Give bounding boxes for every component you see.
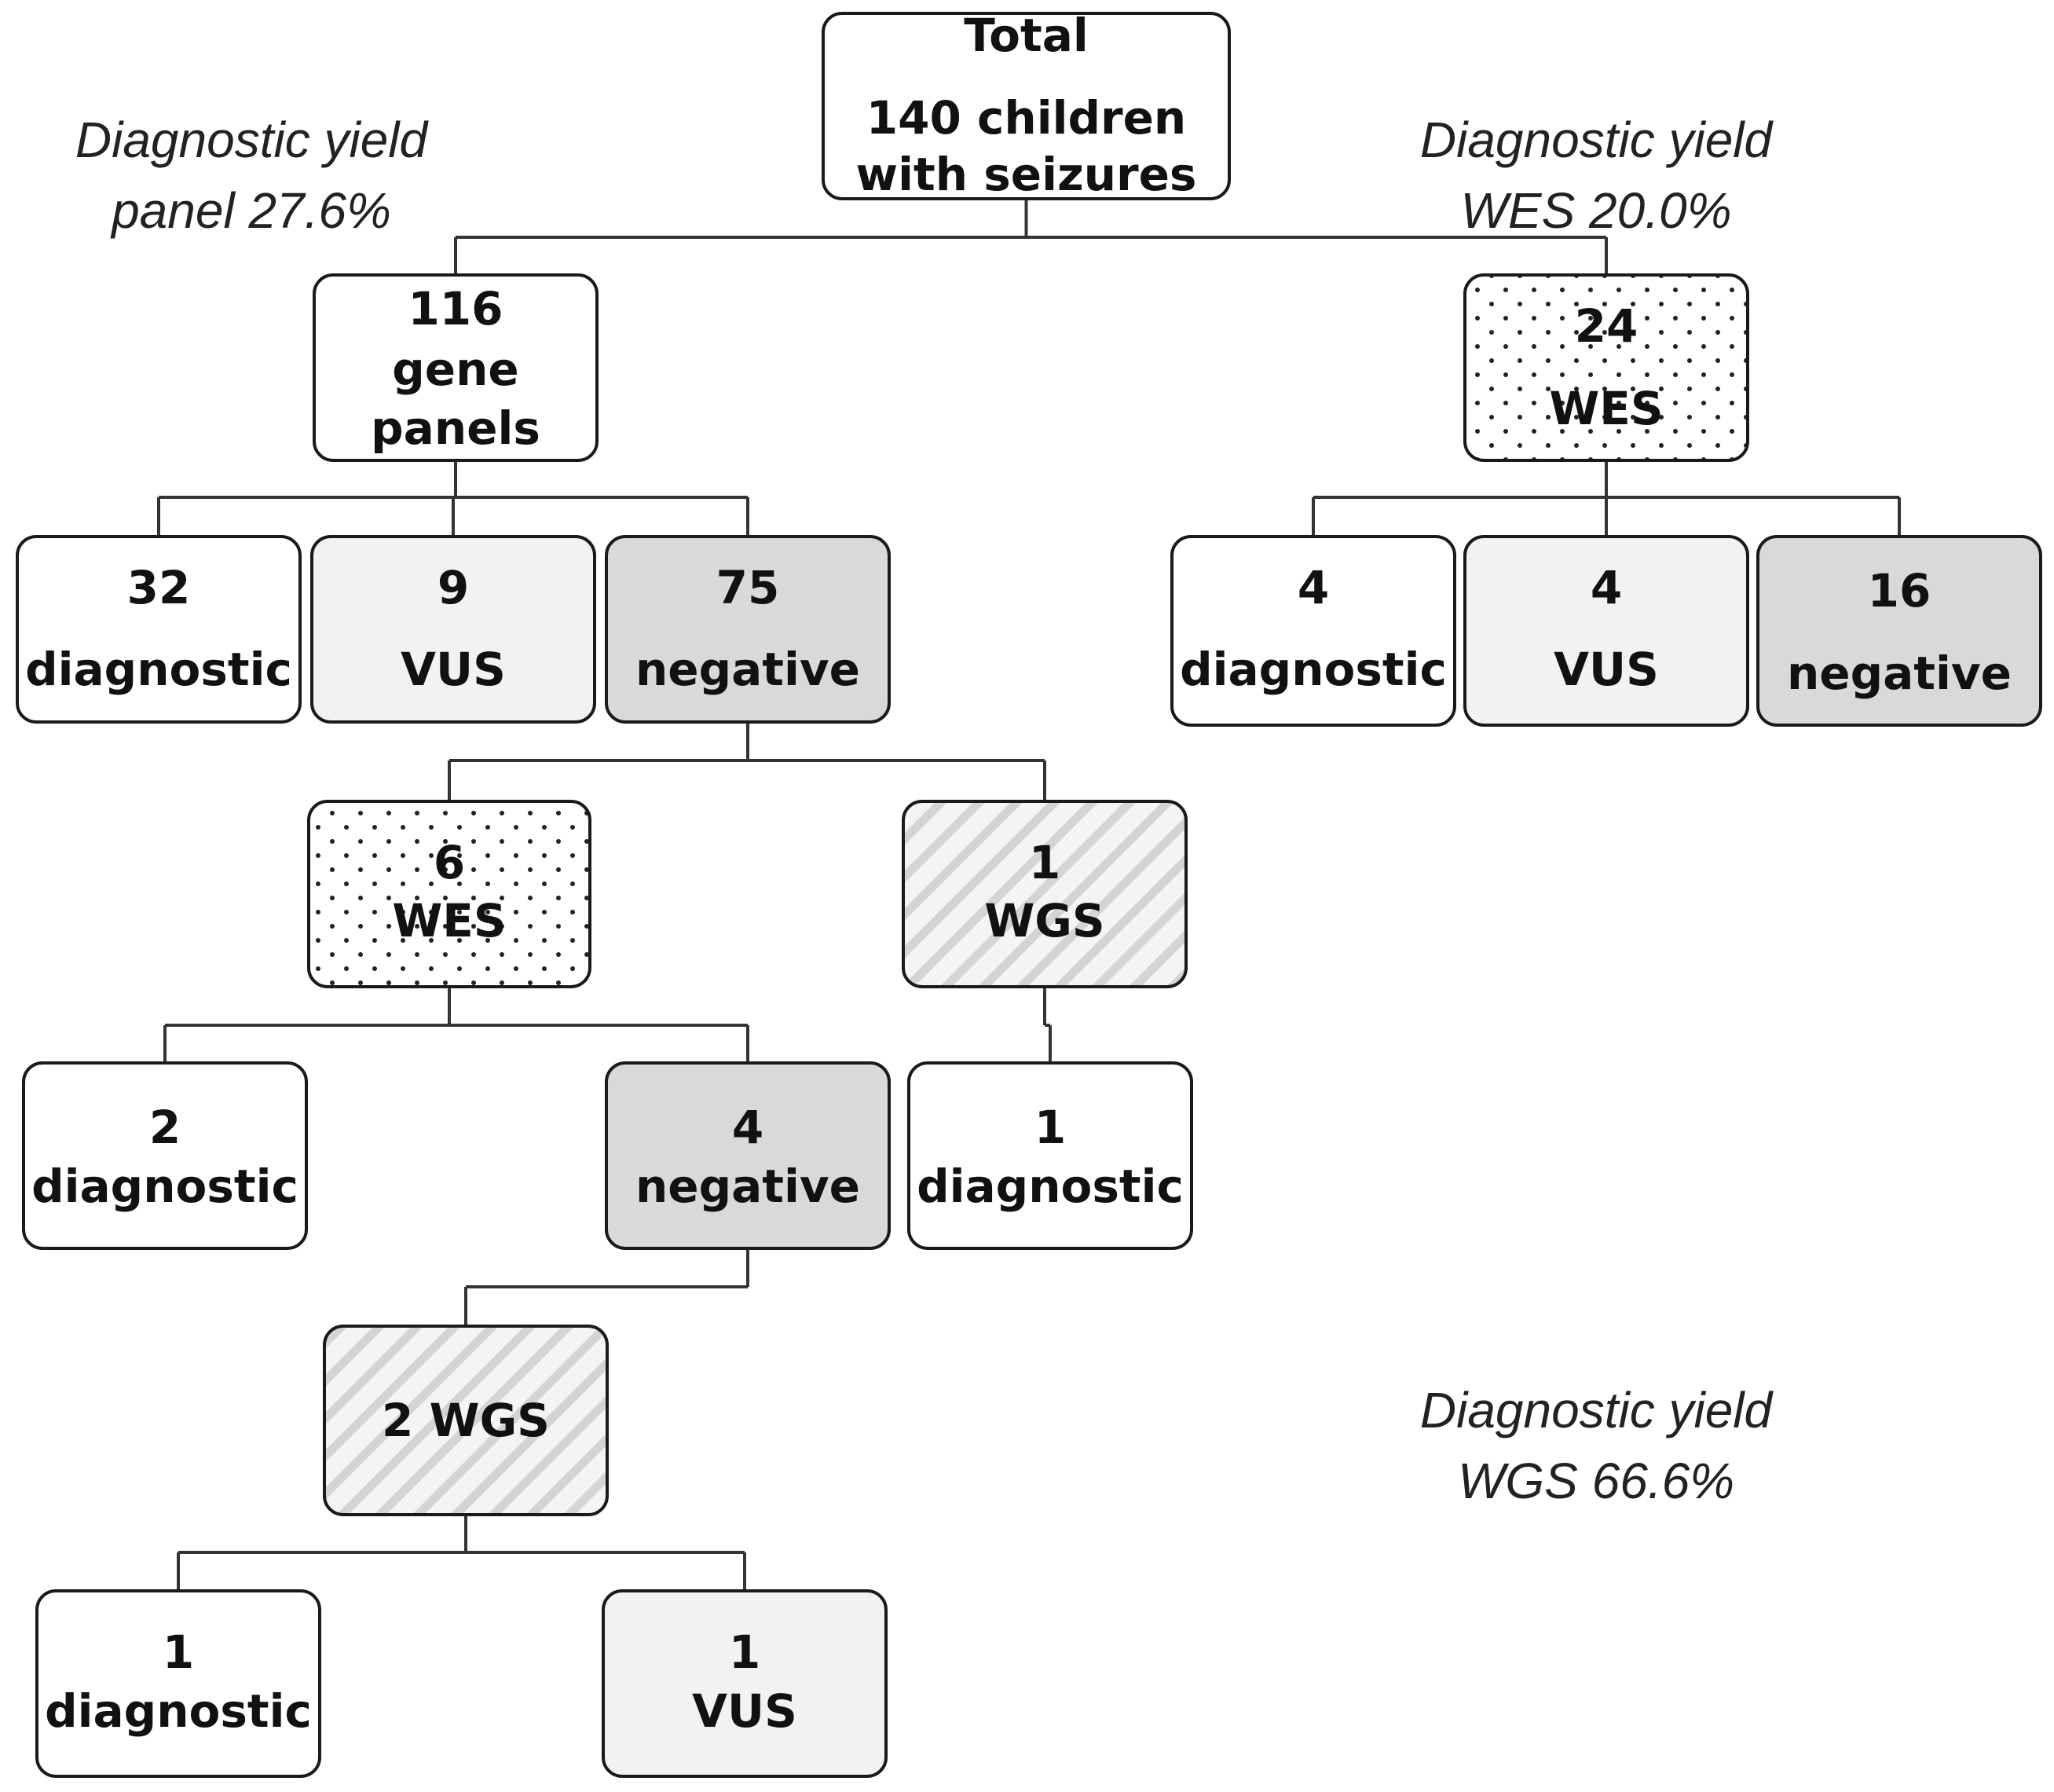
node-label: WGS xyxy=(984,894,1104,947)
yield-panel-line2: panel 27.6% xyxy=(110,182,391,239)
node-label: with seizures xyxy=(856,148,1197,201)
node-label: 2 xyxy=(149,1101,181,1154)
node-label: 2 WGS xyxy=(382,1394,550,1447)
node-box xyxy=(1170,535,1456,727)
node-label: 140 children xyxy=(866,91,1186,145)
node-box xyxy=(35,1589,321,1778)
node-box xyxy=(902,800,1188,988)
node-box xyxy=(1463,535,1749,727)
node-box xyxy=(605,535,891,724)
node-label: 1 xyxy=(729,1625,760,1679)
node-box xyxy=(323,1325,609,1516)
yield-panel-line1: Diagnostic yield xyxy=(75,112,430,168)
node-label: diagnostic xyxy=(45,1684,312,1738)
node-label: diagnostic xyxy=(917,1160,1184,1213)
yield-wgs-line1: Diagnostic yield xyxy=(1420,1382,1774,1438)
yield-panel-annotation: Diagnostic yield panel 27.6% xyxy=(75,112,430,239)
node-label: 1 xyxy=(1034,1101,1066,1154)
node-box xyxy=(307,800,591,988)
node-wgs1-diag: 1 diagnostic xyxy=(907,1061,1193,1250)
node-label: 16 xyxy=(1868,564,1931,617)
node-box xyxy=(313,273,599,462)
node-box xyxy=(907,1061,1193,1250)
node-label: 75 xyxy=(716,561,780,614)
connector-lines xyxy=(157,199,1901,1591)
node-box xyxy=(22,1061,308,1250)
node-wgs2: 2 WGS xyxy=(323,1325,609,1516)
node-label: 4 xyxy=(1591,561,1622,614)
node-box xyxy=(605,1061,891,1250)
node-label: 32 xyxy=(127,561,191,614)
node-label: WES xyxy=(1549,382,1663,435)
node-label: 24 xyxy=(1575,299,1638,353)
yield-wes-line1: Diagnostic yield xyxy=(1420,112,1774,168)
node-p-diag: 32 diagnostic xyxy=(16,535,302,724)
node-label: diagnostic xyxy=(25,643,292,696)
node-box xyxy=(1756,535,2042,727)
node-w-neg: 16 negative xyxy=(1756,535,2042,727)
yield-wgs-line2: WGS 66.6% xyxy=(1458,1453,1734,1509)
node-label: negative xyxy=(1787,647,2012,700)
yield-wes-annotation: Diagnostic yield WES 20.0% xyxy=(1420,112,1774,239)
node-label: diagnostic xyxy=(31,1160,298,1213)
node-label: Total xyxy=(964,9,1088,62)
node-label: 4 xyxy=(732,1101,763,1154)
node-label: diagnostic xyxy=(1180,643,1447,696)
node-label: 116 xyxy=(408,282,503,335)
node-label: VUS xyxy=(1554,643,1659,696)
node-label: gene xyxy=(392,343,518,396)
node-wes6-neg: 4 negative xyxy=(605,1061,891,1250)
node-wes6-diag: 2 diagnostic xyxy=(22,1061,308,1250)
node-label: 1 xyxy=(1029,836,1060,889)
node-label: WES xyxy=(392,894,506,947)
node-label: negative xyxy=(635,643,860,696)
node-box xyxy=(602,1589,888,1778)
node-box xyxy=(822,12,1231,200)
node-label: 4 xyxy=(1298,561,1329,614)
yield-wgs-annotation: Diagnostic yield WGS 66.6% xyxy=(1420,1382,1774,1509)
node-box xyxy=(310,535,596,724)
node-label: 6 xyxy=(434,836,465,889)
node-w-diag: 4 diagnostic xyxy=(1170,535,1456,727)
node-label: VUS xyxy=(401,643,506,696)
node-label: panels xyxy=(371,401,540,455)
node-p-neg: 75 negative xyxy=(605,535,891,724)
node-label: 1 xyxy=(163,1625,194,1679)
node-box xyxy=(1463,273,1749,462)
node-box xyxy=(16,535,302,724)
yield-wes-line2: WES 20.0% xyxy=(1460,182,1731,239)
node-label: negative xyxy=(635,1160,860,1213)
node-label: 9 xyxy=(438,561,469,614)
node-label: VUS xyxy=(692,1684,797,1738)
